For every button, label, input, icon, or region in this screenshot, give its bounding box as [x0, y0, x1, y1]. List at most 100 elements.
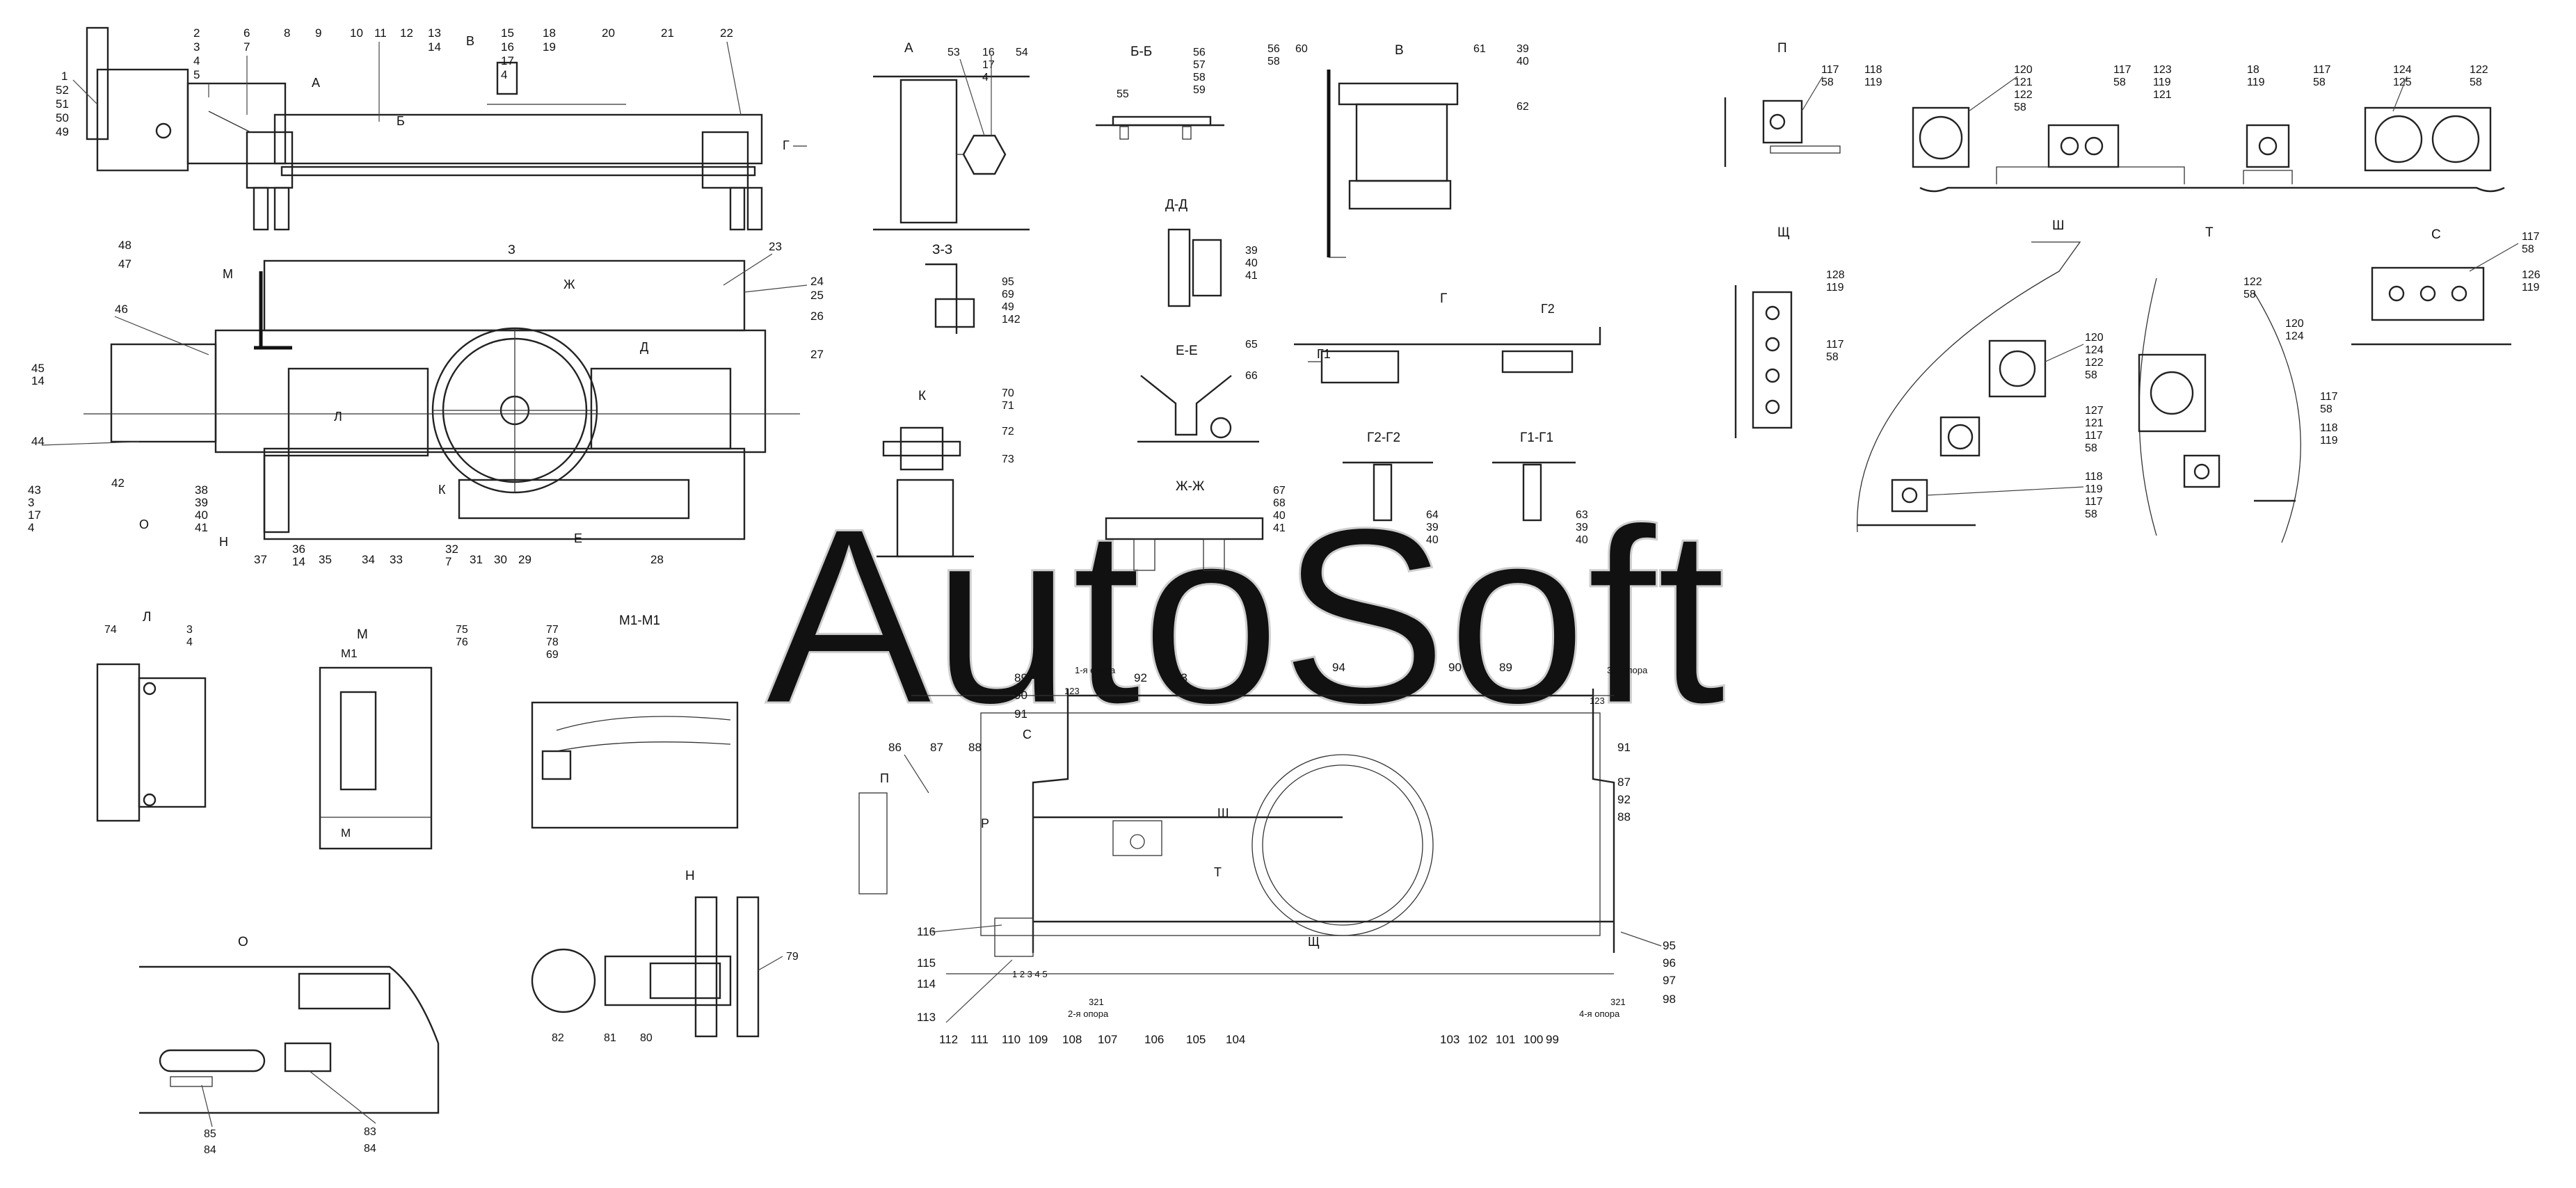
svg-text:69: 69: [1002, 289, 1014, 300]
svg-text:К: К: [918, 389, 926, 403]
svg-text:45: 45: [31, 362, 45, 375]
svg-text:Б: Б: [397, 114, 405, 128]
svg-text:84: 84: [204, 1144, 216, 1156]
svg-text:Е: Е: [574, 531, 582, 545]
svg-text:108: 108: [1062, 1033, 1082, 1046]
svg-text:15: 15: [501, 26, 514, 40]
svg-text:63: 63: [1576, 509, 1588, 521]
svg-text:П: П: [880, 771, 889, 785]
svg-text:Г: Г: [783, 138, 790, 152]
svg-text:121: 121: [2153, 89, 2172, 101]
svg-text:Т: Т: [2205, 225, 2214, 240]
svg-text:21: 21: [661, 26, 674, 40]
svg-text:126: 126: [2522, 269, 2541, 281]
svg-text:40: 40: [195, 508, 208, 522]
svg-text:72: 72: [1002, 426, 1014, 438]
view-n: Н 79 82 81 80: [531, 869, 799, 1044]
svg-text:19: 19: [543, 40, 556, 54]
svg-text:4-я опора: 4-я опора: [1579, 1009, 1620, 1019]
view-p: П 117 58 118 119: [1724, 41, 1882, 167]
svg-text:112: 112: [939, 1033, 958, 1046]
svg-text:119: 119: [1864, 77, 1882, 88]
svg-text:122: 122: [2085, 357, 2104, 369]
svg-text:16: 16: [501, 40, 514, 54]
svg-text:Н: Н: [685, 869, 695, 883]
svg-text:7: 7: [445, 555, 451, 568]
view-shch: Щ 128 119 117 58: [1734, 225, 1845, 438]
svg-text:1-я опора: 1-я опора: [1075, 665, 1116, 675]
svg-text:66: 66: [1245, 370, 1258, 382]
svg-text:119: 119: [2153, 77, 2171, 88]
svg-text:119: 119: [2085, 483, 2103, 495]
svg-text:89: 89: [1014, 671, 1027, 684]
svg-text:120: 120: [2285, 318, 2304, 330]
svg-text:100: 100: [1523, 1033, 1543, 1046]
svg-text:76: 76: [456, 636, 468, 648]
svg-text:44: 44: [31, 435, 45, 448]
svg-text:2: 2: [193, 26, 200, 40]
svg-text:17: 17: [501, 54, 514, 67]
svg-text:91: 91: [1014, 707, 1027, 721]
svg-text:81: 81: [604, 1032, 616, 1044]
view-s: С 117 58 126 119: [2351, 227, 2541, 346]
svg-text:Ж: Ж: [563, 278, 575, 291]
svg-text:74: 74: [104, 624, 117, 636]
svg-text:57: 57: [1193, 59, 1206, 71]
svg-text:28: 28: [650, 553, 664, 566]
svg-text:142: 142: [1002, 314, 1021, 326]
svg-text:117: 117: [2320, 391, 2338, 403]
svg-text:90: 90: [1014, 689, 1027, 702]
svg-text:Л: Л: [334, 410, 342, 424]
svg-text:22: 22: [720, 26, 733, 40]
plan-view-callouts: 23 24 25 26 27 28 48 47 46 45 14 44 43 3…: [28, 239, 824, 568]
svg-text:75: 75: [456, 624, 468, 636]
svg-text:49: 49: [56, 125, 69, 138]
svg-text:Щ: Щ: [1308, 935, 1320, 949]
svg-text:39: 39: [195, 496, 208, 509]
svg-text:58: 58: [2320, 403, 2333, 415]
svg-text:Г1: Г1: [1317, 347, 1331, 361]
svg-text:58: 58: [2113, 77, 2126, 88]
svg-text:103: 103: [1440, 1033, 1459, 1046]
svg-text:41: 41: [195, 521, 208, 534]
svg-text:З: З: [508, 243, 515, 257]
svg-text:32: 32: [445, 543, 458, 556]
svg-text:109: 109: [1028, 1033, 1048, 1046]
svg-text:117: 117: [2522, 231, 2540, 243]
svg-text:Н: Н: [219, 535, 228, 549]
svg-text:34: 34: [362, 553, 375, 566]
svg-text:39: 39: [1576, 522, 1588, 533]
svg-text:55: 55: [1117, 88, 1129, 100]
svg-text:38: 38: [195, 483, 208, 497]
svg-text:116: 116: [917, 925, 936, 938]
svg-text:40: 40: [1245, 257, 1258, 269]
svg-text:127: 127: [2085, 405, 2104, 417]
svg-text:110: 110: [1002, 1033, 1021, 1046]
svg-text:8: 8: [284, 26, 290, 40]
svg-text:17: 17: [28, 508, 41, 522]
svg-text:88: 88: [968, 741, 982, 754]
svg-text:64: 64: [1426, 509, 1439, 521]
svg-text:106: 106: [1144, 1033, 1164, 1046]
svg-text:47: 47: [118, 257, 131, 271]
side-view-callouts: 1 52 51 50 49 2 3 4 5 6 7 8 9 10 11 12 1…: [56, 26, 733, 138]
svg-text:10: 10: [350, 26, 363, 40]
svg-text:102: 102: [1468, 1033, 1487, 1046]
svg-text:М: М: [341, 826, 351, 840]
svg-text:31: 31: [470, 553, 483, 566]
svg-text:321: 321: [1089, 997, 1104, 1007]
svg-text:3-я опора: 3-я опора: [1607, 665, 1648, 675]
svg-text:62: 62: [1517, 101, 1529, 113]
svg-text:С: С: [2431, 227, 2441, 242]
svg-text:54: 54: [1016, 47, 1028, 58]
svg-text:124: 124: [2285, 330, 2304, 342]
svg-text:П: П: [1777, 41, 1787, 56]
svg-text:117: 117: [2085, 430, 2103, 442]
svg-text:113: 113: [917, 1011, 936, 1024]
svg-text:1: 1: [61, 70, 67, 83]
view-v: В 56 58 60 61 39 40 62: [1267, 43, 1529, 258]
svg-text:3: 3: [186, 624, 193, 636]
svg-text:4: 4: [982, 72, 989, 83]
svg-text:М1-М1: М1-М1: [619, 613, 660, 628]
svg-text:37: 37: [254, 553, 267, 566]
